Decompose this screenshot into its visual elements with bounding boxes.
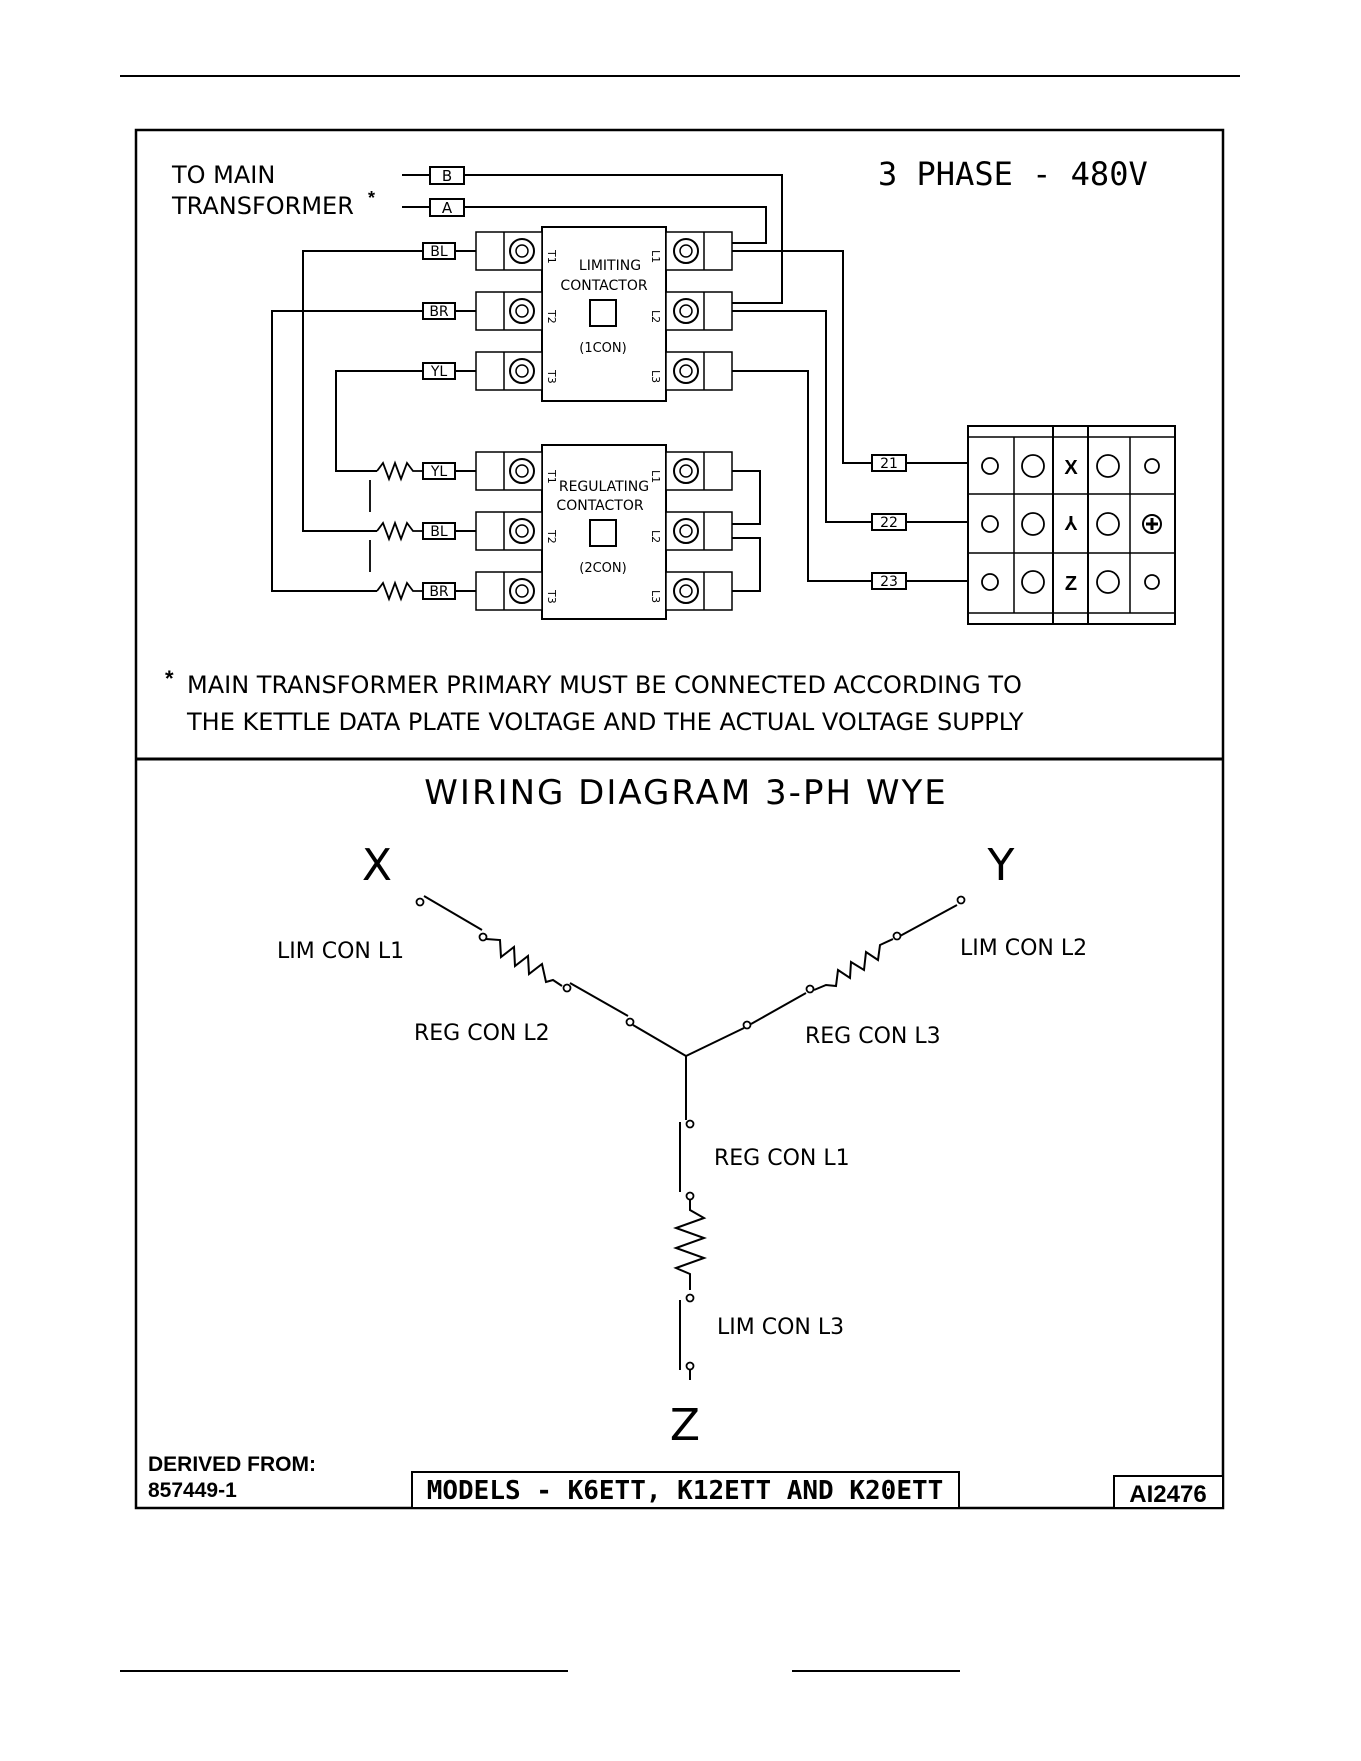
reg-con-l2-label: REG CON L2	[414, 1021, 550, 1046]
terminal-x-label: X	[1064, 457, 1078, 479]
resistor-x	[485, 938, 563, 987]
regulating-l3-label: L3	[649, 590, 662, 603]
to-main-label: TO MAIN	[171, 161, 275, 189]
terminal-block: X Y Z	[967, 425, 1176, 625]
regulating-tag-br-label: BR	[429, 584, 449, 600]
lim-con-l1-label: LIM CON L1	[277, 939, 404, 964]
wire-tag-22-label: 22	[880, 515, 898, 531]
limiting-contactor-body	[541, 226, 667, 402]
limiting-t3-label: T3	[545, 369, 558, 384]
drawing-id-box	[1113, 1475, 1224, 1509]
limiting-tag-br-label: BR	[429, 304, 449, 320]
regulating-terminal-t2: T2	[475, 511, 558, 551]
heater-resistor-1	[376, 460, 423, 482]
terminal-y-label: Y	[1064, 511, 1078, 533]
regulating-contactor: REGULATING CONTACTOR (2CON) T1 T2	[422, 444, 761, 620]
wire-tag-23-label: 23	[880, 574, 898, 590]
regulating-contactor-label-2: CONTACTOR	[556, 498, 643, 514]
tag-a-label: A	[442, 199, 453, 217]
regulating-t1-label: T1	[545, 469, 558, 484]
reg-con-l3-label: REG CON L3	[805, 1024, 941, 1049]
resistor-y	[813, 938, 894, 991]
regulating-jumper-1	[732, 470, 761, 525]
wire-23	[732, 370, 872, 582]
models-box	[411, 1471, 960, 1509]
wire-22	[732, 310, 872, 523]
limiting-terminal-l3: L3	[649, 351, 733, 391]
limiting-t2-label: T2	[545, 309, 558, 324]
regulating-terminal-l1: L1	[649, 451, 733, 491]
top-panel: 3 PHASE - 480V TO MAIN TRANSFORMER * B A…	[165, 155, 1176, 736]
limiting-contactor-label: LIMITING	[579, 258, 641, 274]
regulating-tag-yl-label: YL	[430, 464, 448, 480]
regulating-contactor-id: (2CON)	[579, 561, 626, 576]
node-y-label: Y	[987, 840, 1015, 891]
limiting-l1-label: L1	[649, 250, 662, 263]
regulating-t2-label: T2	[545, 529, 558, 544]
heater-resistor-3	[376, 580, 423, 602]
derived-from-number: 857449-1	[148, 1479, 237, 1502]
regulating-contactor-label: REGULATING	[559, 479, 649, 495]
resistor-z	[673, 1200, 707, 1290]
regulating-l1-label: L1	[649, 470, 662, 483]
transformer-asterisk: *	[368, 188, 375, 208]
limiting-l2-label: L2	[649, 310, 662, 323]
reg-con-l1-label: REG CON L1	[714, 1146, 850, 1171]
wire-a	[464, 206, 767, 244]
limiting-l3-label: L3	[649, 370, 662, 383]
wire-bl	[302, 250, 423, 532]
regulating-coil-square	[589, 519, 617, 547]
limiting-t1-label: T1	[545, 249, 558, 264]
ground-screw-icon	[1142, 514, 1162, 534]
note-line-2: THE KETTLE DATA PLATE VOLTAGE AND THE AC…	[186, 708, 1024, 736]
limiting-contactor-label-2: CONTACTOR	[560, 278, 647, 294]
limiting-contactor: LIMITING CONTACTOR (1CON) T1 T2	[422, 226, 733, 402]
regulating-tag-bl-label: BL	[430, 524, 448, 540]
bottom-panel: WIRING DIAGRAM 3-PH WYE X Y Z	[148, 773, 1224, 1509]
heater-elements	[271, 250, 423, 602]
wire-tag-21-label: 21	[880, 456, 898, 472]
wye-diagram-title: WIRING DIAGRAM 3-PH WYE	[424, 773, 947, 813]
y-branch	[685, 895, 966, 1057]
regulating-terminal-l2: L2	[649, 511, 733, 551]
limiting-terminal-l1: L1	[649, 231, 733, 271]
limiting-terminal-l2: L2	[649, 291, 733, 331]
note-asterisk: *	[165, 666, 174, 691]
transformer-label: TRANSFORMER	[171, 192, 354, 220]
node-x-label: X	[362, 840, 392, 891]
node-z-label: Z	[670, 1400, 700, 1451]
lim-con-l3-label: LIM CON L3	[717, 1315, 844, 1340]
phase-title: 3 PHASE - 480V	[878, 155, 1148, 193]
derived-from-label: DERIVED FROM:	[148, 1453, 316, 1476]
lim-con-l2-label: LIM CON L2	[960, 936, 1087, 961]
regulating-t3-label: T3	[545, 589, 558, 604]
limiting-terminal-t2: T2	[475, 291, 558, 331]
wire-yl	[335, 370, 423, 472]
note-line-1: MAIN TRANSFORMER PRIMARY MUST BE CONNECT…	[187, 671, 1022, 699]
regulating-l2-label: L2	[649, 530, 662, 543]
z-branch	[673, 1056, 707, 1380]
heater-resistor-2	[376, 520, 423, 542]
models-label: MODELS - K6ETT, K12ETT AND K20ETT	[427, 1476, 944, 1506]
wire-br	[271, 310, 423, 592]
limiting-coil-square	[589, 299, 617, 327]
x-branch	[415, 895, 687, 1057]
terminal-block-body	[967, 425, 1176, 625]
limiting-terminal-t3: T3	[475, 351, 558, 391]
drawing-id: AI2476	[1129, 1481, 1206, 1508]
wire-b	[464, 174, 783, 304]
regulating-terminal-l3: L3	[649, 571, 733, 611]
regulating-jumper-2	[732, 537, 761, 592]
tag-b-label: B	[442, 167, 452, 185]
limiting-tag-bl-label: BL	[430, 244, 448, 260]
terminal-z-label: Z	[1065, 573, 1077, 595]
limiting-contactor-id: (1CON)	[579, 341, 626, 356]
regulating-contactor-body	[541, 444, 667, 620]
limiting-tag-yl-label: YL	[430, 364, 448, 380]
limiting-terminal-t1: T1	[475, 231, 558, 271]
regulating-terminal-t1: T1	[475, 451, 558, 491]
regulating-terminal-t3: T3	[475, 571, 558, 611]
wire-21	[732, 250, 872, 464]
